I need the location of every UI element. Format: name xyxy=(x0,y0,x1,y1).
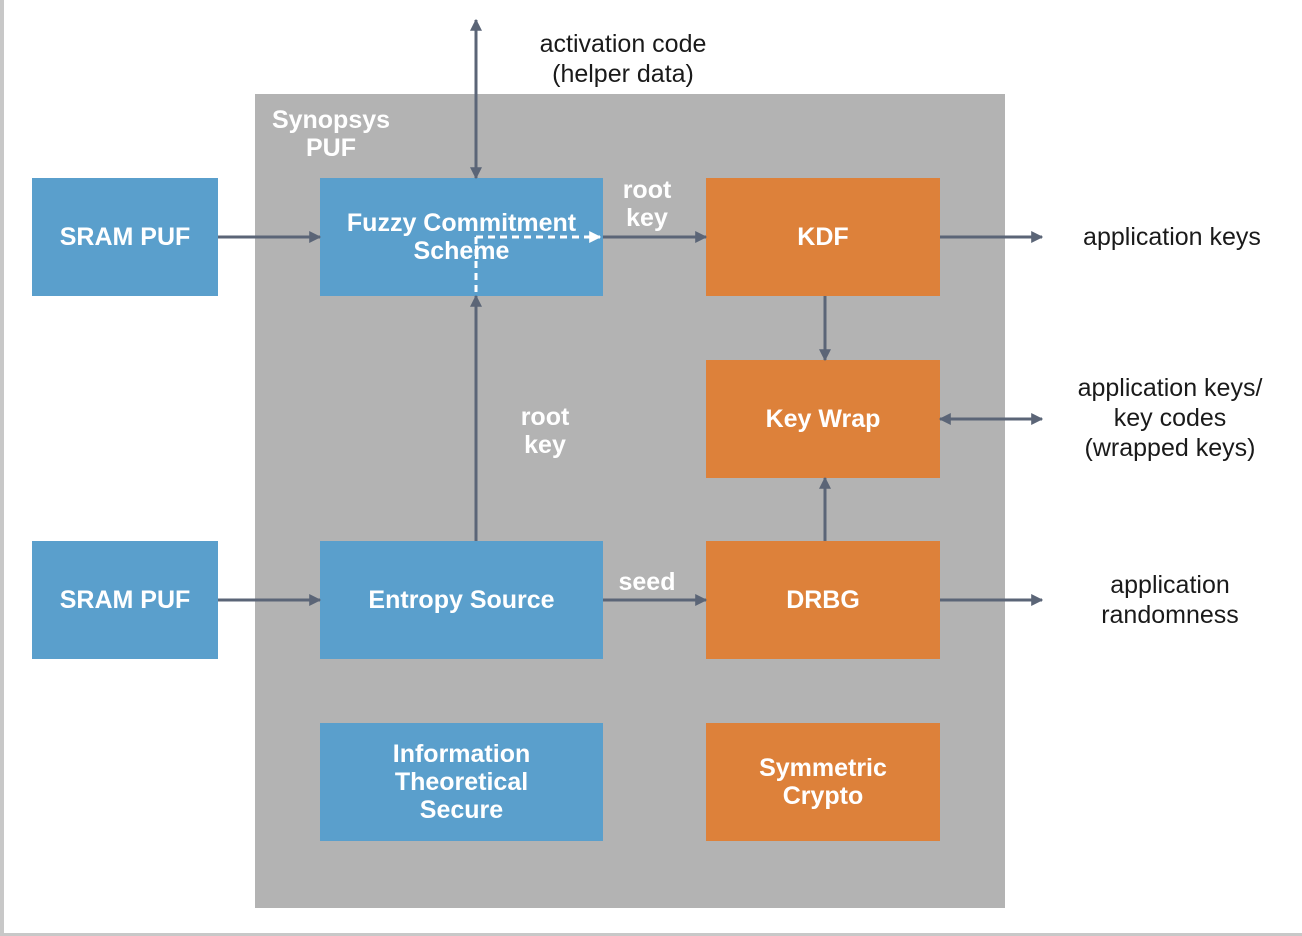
drbg-box: DRBG xyxy=(706,541,940,659)
activation-code-label: activation code (helper data) xyxy=(539,30,707,88)
wrapped-keys-label: application keys/ key codes (wrapped key… xyxy=(1077,374,1263,462)
entropy-source-box: Entropy Source xyxy=(320,541,603,659)
sram-puf-bottom-box: SRAM PUF xyxy=(32,541,218,659)
root-key-label-top: root key xyxy=(622,176,672,232)
region-title: Synopsys PUF xyxy=(271,106,391,162)
application-keys-label: application keys xyxy=(1083,223,1261,251)
root-key-label-vertical: root key xyxy=(520,403,570,459)
fuzzy-commitment-scheme-box: Fuzzy Commitment Scheme xyxy=(320,178,603,296)
kdf-box: KDF xyxy=(706,178,940,296)
key-wrap-box: Key Wrap xyxy=(706,360,940,478)
application-randomness-label: application randomness xyxy=(1101,571,1239,629)
seed-label: seed xyxy=(618,568,676,596)
symmetric-crypto-box: Symmetric Crypto xyxy=(706,723,940,841)
sram-puf-top-box: SRAM PUF xyxy=(32,178,218,296)
information-theoretical-secure-box: Information Theoretical Secure xyxy=(320,723,603,841)
